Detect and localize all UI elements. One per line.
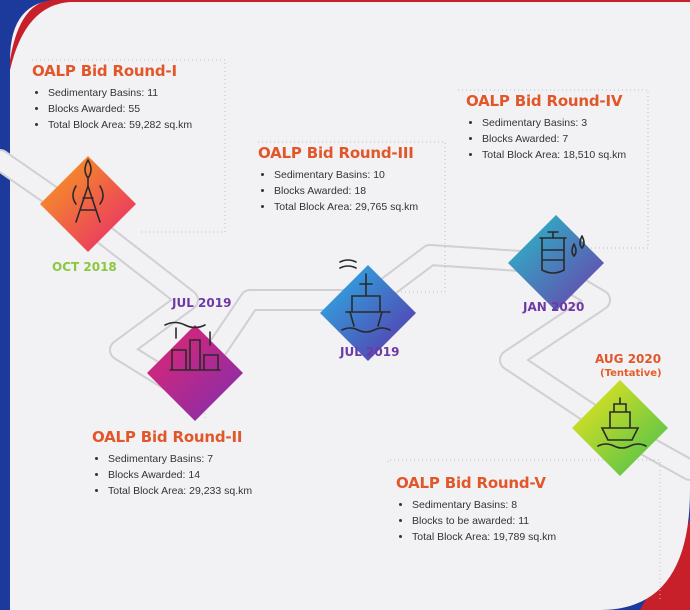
round-5-item: Blocks to be awarded: 11 <box>412 514 616 529</box>
round-1-list: Sedimentary Basins: 11 Blocks Awarded: 5… <box>32 86 222 133</box>
round-3-item: Blocks Awarded: 18 <box>274 184 443 199</box>
round-5-list: Sedimentary Basins: 8 Blocks to be award… <box>396 498 616 545</box>
round-4-item: Blocks Awarded: 7 <box>482 132 644 147</box>
round-1-card: OALP Bid Round-I Sedimentary Basins: 11 … <box>32 62 222 134</box>
round-3-date: JUL 2019 <box>340 345 400 359</box>
round-4-item: Sedimentary Basins: 3 <box>482 116 644 131</box>
round-2-item: Blocks Awarded: 14 <box>108 468 292 483</box>
round-2-item: Total Block Area: 29,233 sq.km <box>108 484 292 499</box>
round-3-title: OALP Bid Round-III <box>258 144 414 162</box>
round-1-item: Blocks Awarded: 55 <box>48 102 222 117</box>
round-4-title: OALP Bid Round-IV <box>466 92 623 110</box>
round-4-item: Total Block Area: 18,510 sq.km <box>482 148 644 163</box>
round-3-item: Total Block Area: 29,765 sq.km <box>274 200 443 215</box>
round-3-item: Sedimentary Basins: 10 <box>274 168 443 183</box>
round-3-list: Sedimentary Basins: 10 Blocks Awarded: 1… <box>258 168 443 215</box>
round-5-title: OALP Bid Round-V <box>396 474 546 492</box>
diamond-round-2 <box>147 325 243 421</box>
round-5-item: Sedimentary Basins: 8 <box>412 498 616 513</box>
round-5-tentative: (Tentative) <box>600 368 662 379</box>
round-5-date: AUG 2020 <box>595 352 662 366</box>
round-3-card: OALP Bid Round-III Sedimentary Basins: 1… <box>258 144 443 216</box>
round-2-card: OALP Bid Round-II Sedimentary Basins: 7 … <box>92 428 292 500</box>
round-1-item: Sedimentary Basins: 11 <box>48 86 222 101</box>
round-4-card: OALP Bid Round-IV Sedimentary Basins: 3 … <box>466 92 644 164</box>
round-5-card: OALP Bid Round-V Sedimentary Basins: 8 B… <box>396 474 616 546</box>
round-1-title: OALP Bid Round-I <box>32 62 177 80</box>
refinery-plant-icon <box>164 321 221 371</box>
round-1-date: OCT 2018 <box>52 260 117 274</box>
round-2-date: JUL 2019 <box>172 296 232 310</box>
round-5-item: Total Block Area: 19,789 sq.km <box>412 530 616 545</box>
round-2-item: Sedimentary Basins: 7 <box>108 452 292 467</box>
tanker-ship-icon <box>597 397 647 449</box>
round-1-item: Total Block Area: 59,282 sq.km <box>48 118 222 133</box>
oil-rig-flame-icon <box>72 158 104 223</box>
round-2-title: OALP Bid Round-II <box>92 428 243 446</box>
offshore-platform-icon <box>339 259 391 333</box>
diamond-round-1 <box>40 156 136 252</box>
round-2-list: Sedimentary Basins: 7 Blocks Awarded: 14… <box>92 452 292 499</box>
oil-barrel-icon <box>539 231 585 274</box>
diamond-round-3 <box>320 265 416 361</box>
round-4-date: JAN 2020 <box>523 300 585 314</box>
round-4-list: Sedimentary Basins: 3 Blocks Awarded: 7 … <box>466 116 644 163</box>
